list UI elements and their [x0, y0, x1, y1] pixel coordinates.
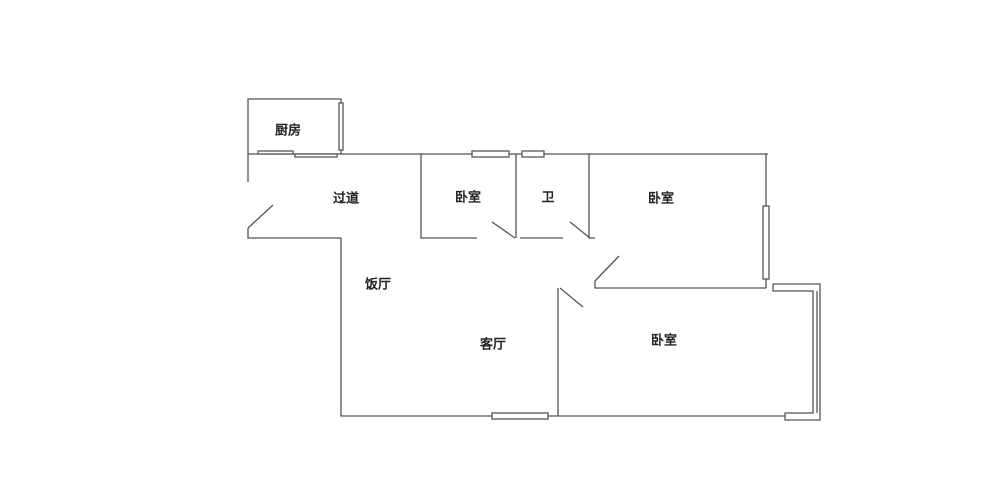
room-label-living: 客厅	[479, 337, 507, 353]
windows	[257, 102, 821, 421]
room-label-bathroom: 卫	[541, 190, 555, 206]
room-label-kitchen: 厨房	[274, 123, 302, 139]
room-label-dining: 饭厅	[364, 277, 392, 293]
doors	[247, 204, 620, 308]
room-label-bedroom-small: 卧室	[454, 190, 482, 206]
room-label-bedroom-right: 卧室	[647, 191, 675, 207]
room-label-corridor: 过道	[332, 191, 360, 207]
room-label-bedroom-lower: 卧室	[650, 333, 678, 349]
walls	[247, 98, 785, 417]
